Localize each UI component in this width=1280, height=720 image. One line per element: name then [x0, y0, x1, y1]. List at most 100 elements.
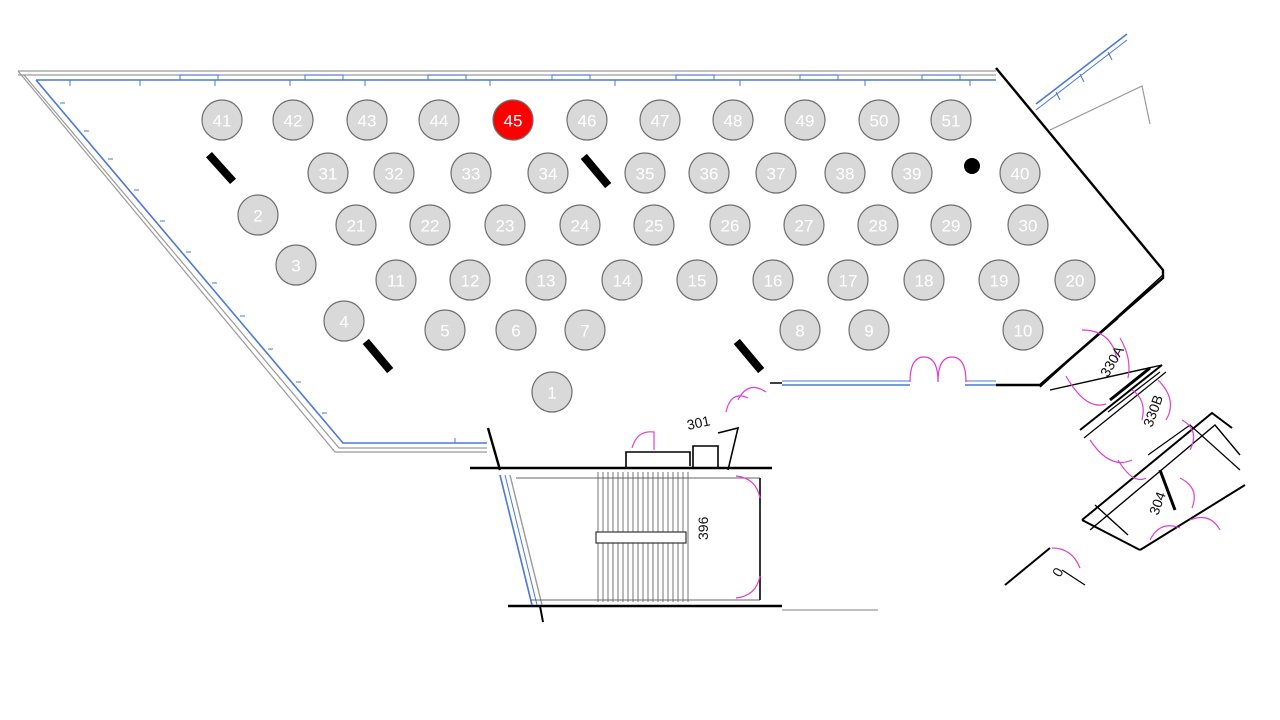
seat-circle — [676, 259, 718, 301]
seat-38[interactable]: 38 — [824, 152, 866, 194]
seat-30[interactable]: 30 — [1007, 204, 1049, 246]
seat-13[interactable]: 13 — [525, 259, 567, 301]
seat-circle — [272, 99, 314, 141]
room-label-396: 396 — [695, 516, 711, 540]
seat-label: 29 — [942, 217, 961, 236]
seat-label: 21 — [347, 217, 366, 236]
seat-circle — [346, 99, 388, 141]
seat-circle — [531, 371, 573, 413]
seat-28[interactable]: 28 — [857, 204, 899, 246]
seat-3[interactable]: 3 — [275, 244, 317, 286]
seat-10[interactable]: 10 — [1002, 309, 1044, 351]
seat-label: 42 — [284, 112, 303, 131]
seat-circle — [752, 259, 794, 301]
seat-50[interactable]: 50 — [858, 99, 900, 141]
seat-label: 44 — [430, 112, 449, 131]
seat-21[interactable]: 21 — [335, 204, 377, 246]
seat-25[interactable]: 25 — [633, 204, 675, 246]
seat-41[interactable]: 41 — [201, 99, 243, 141]
seat-circle — [712, 99, 754, 141]
seat-40[interactable]: 40 — [999, 152, 1041, 194]
seat-51[interactable]: 51 — [930, 99, 972, 141]
seat-34[interactable]: 34 — [527, 152, 569, 194]
seat-circle — [484, 204, 526, 246]
seat-label: 26 — [721, 217, 740, 236]
seat-23[interactable]: 23 — [484, 204, 526, 246]
seat-24[interactable]: 24 — [559, 204, 601, 246]
seat-8[interactable]: 8 — [779, 309, 821, 351]
seat-44[interactable]: 44 — [418, 99, 460, 141]
seat-20[interactable]: 20 — [1054, 259, 1096, 301]
seat-46[interactable]: 46 — [566, 99, 608, 141]
seat-circle — [633, 204, 675, 246]
seat-37[interactable]: 37 — [755, 152, 797, 194]
seat-11[interactable]: 11 — [375, 259, 417, 301]
seat-14[interactable]: 14 — [601, 259, 643, 301]
room-outline — [17, 67, 1165, 453]
seat-label: 50 — [870, 112, 889, 131]
seat-43[interactable]: 43 — [346, 99, 388, 141]
seat-32[interactable]: 32 — [373, 152, 415, 194]
seat-29[interactable]: 29 — [930, 204, 972, 246]
seat-label: 23 — [496, 217, 515, 236]
seat-circle — [307, 152, 349, 194]
seat-label: 7 — [580, 322, 589, 341]
seat-label: 46 — [578, 112, 597, 131]
seat-17[interactable]: 17 — [827, 259, 869, 301]
seat-5[interactable]: 5 — [424, 309, 466, 351]
seat-label: 47 — [651, 112, 670, 131]
seat-circle — [492, 99, 534, 141]
seat-47[interactable]: 47 — [639, 99, 681, 141]
seat-circle — [848, 309, 890, 351]
seat-circle — [566, 99, 608, 141]
seat-label: 51 — [942, 112, 961, 131]
seat-label: 28 — [869, 217, 888, 236]
seat-4[interactable]: 4 — [323, 300, 365, 342]
seat-12[interactable]: 12 — [449, 259, 491, 301]
seat-31[interactable]: 31 — [307, 152, 349, 194]
seat-circle — [930, 99, 972, 141]
seat-22[interactable]: 22 — [409, 204, 451, 246]
seat-6[interactable]: 6 — [495, 309, 537, 351]
seat-circle — [1002, 309, 1044, 351]
seat-label: 40 — [1011, 165, 1030, 184]
side-rooms — [1004, 317, 1246, 586]
seat-18[interactable]: 18 — [903, 259, 945, 301]
seat-49[interactable]: 49 — [784, 99, 826, 141]
seat-19[interactable]: 19 — [978, 259, 1020, 301]
seat-circle — [323, 300, 365, 342]
seat-9[interactable]: 9 — [848, 309, 890, 351]
seat-circle — [978, 259, 1020, 301]
seat-26[interactable]: 26 — [709, 204, 751, 246]
seat-circle — [827, 259, 869, 301]
seat-45-selected[interactable]: 45 — [492, 99, 534, 141]
seat-15[interactable]: 15 — [676, 259, 718, 301]
seat-circle — [495, 309, 537, 351]
seat-label: 36 — [700, 165, 719, 184]
seat-16[interactable]: 16 — [752, 259, 794, 301]
seat-label: 9 — [864, 322, 873, 341]
seat-33[interactable]: 33 — [450, 152, 492, 194]
seat-7[interactable]: 7 — [564, 309, 606, 351]
seat-27[interactable]: 27 — [783, 204, 825, 246]
seat-label: 13 — [537, 272, 556, 291]
seat-1[interactable]: 1 — [531, 371, 573, 413]
seat-label: 43 — [358, 112, 377, 131]
seat-42[interactable]: 42 — [272, 99, 314, 141]
seat-circle — [335, 204, 377, 246]
seat-2[interactable]: 2 — [237, 194, 279, 236]
seat-circle — [375, 259, 417, 301]
seat-label: 10 — [1014, 322, 1033, 341]
seat-circle — [858, 99, 900, 141]
seat-39[interactable]: 39 — [891, 152, 933, 194]
seat-circle — [688, 152, 730, 194]
seat-48[interactable]: 48 — [712, 99, 754, 141]
room-label-301: 301 — [685, 412, 711, 433]
seat-circle — [930, 204, 972, 246]
seat-35[interactable]: 35 — [624, 152, 666, 194]
seat-circle — [779, 309, 821, 351]
seat-circle — [527, 152, 569, 194]
seat-36[interactable]: 36 — [688, 152, 730, 194]
